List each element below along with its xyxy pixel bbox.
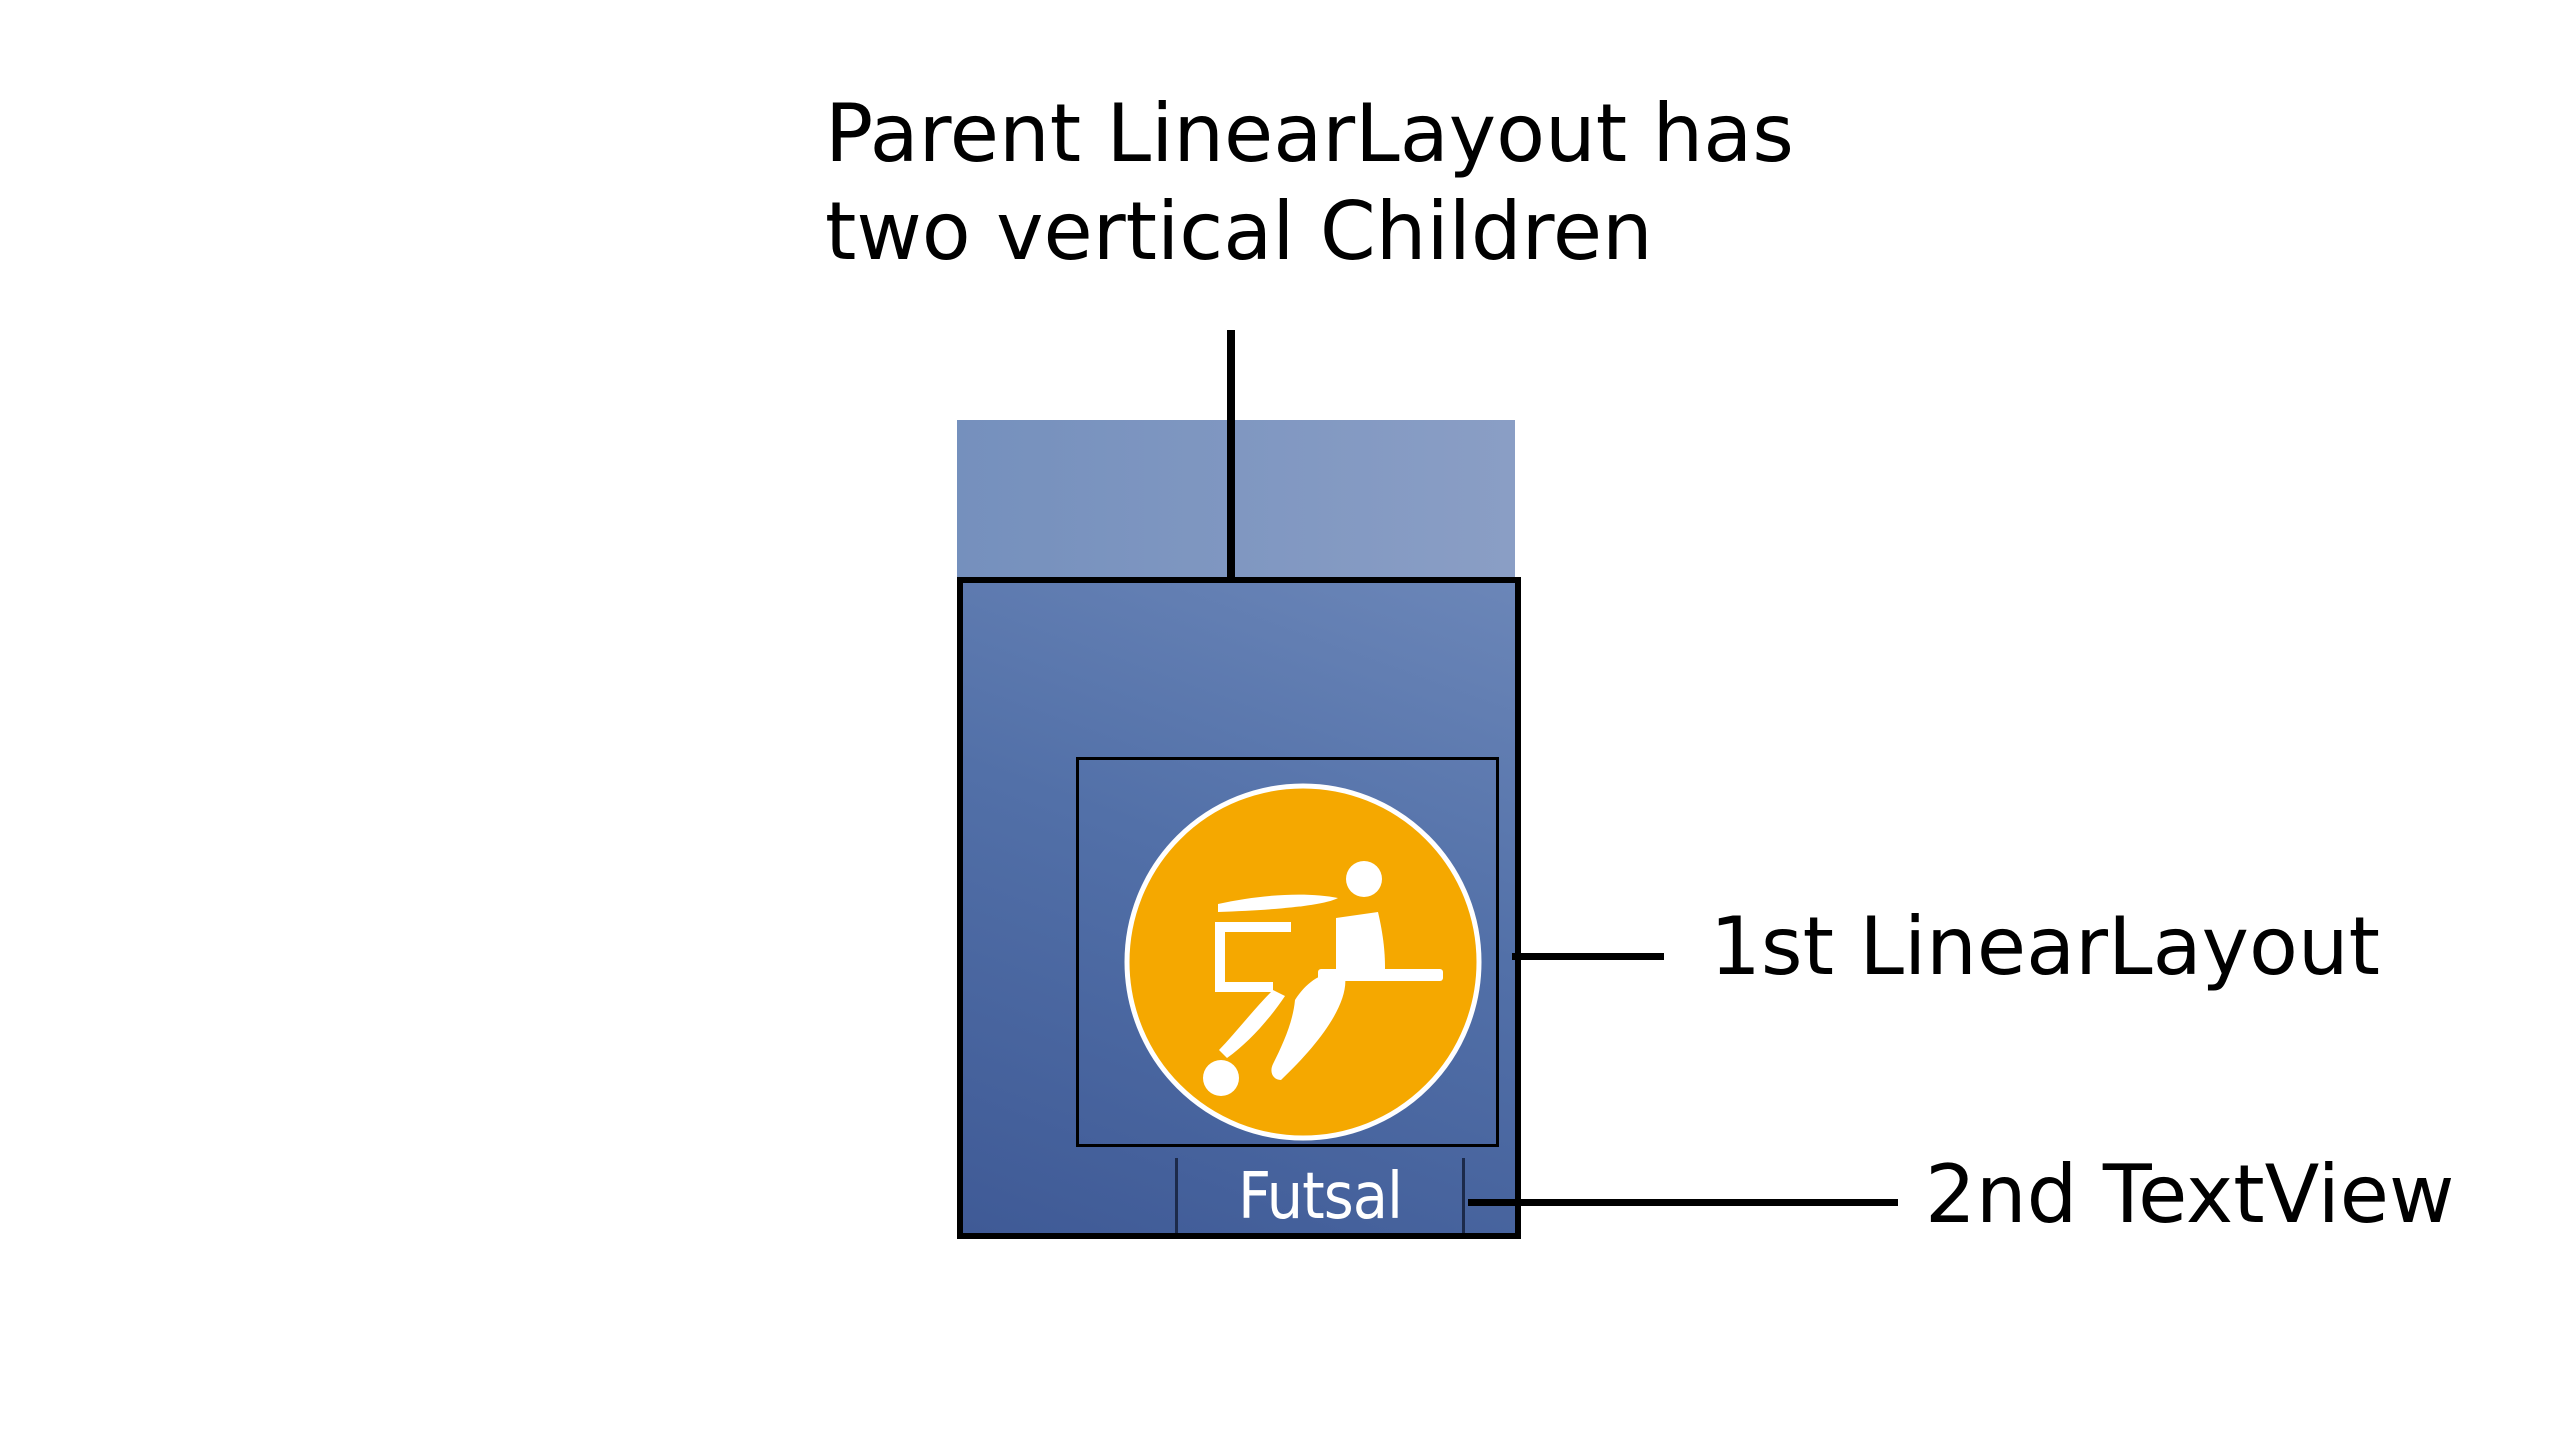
ball: [1203, 1060, 1239, 1096]
app-background-strip: [957, 420, 1515, 582]
icon-badge-circle: [1124, 783, 1482, 1141]
second-child-annotation: 2nd TextView: [1925, 1148, 2455, 1241]
goal-frame: [1215, 922, 1291, 992]
player-arm: [1218, 894, 1338, 912]
player-body: [1336, 912, 1385, 972]
first-linear-layout: [1076, 757, 1499, 1147]
player-head: [1346, 861, 1382, 897]
first-child-leader-line: [1512, 953, 1664, 960]
second-textview: Futsal: [1175, 1158, 1465, 1233]
parent-leader-line: [1227, 330, 1235, 582]
first-child-annotation: 1st LinearLayout: [1710, 900, 2380, 993]
player-support-leg: [1219, 990, 1285, 1058]
player-leg: [1271, 973, 1346, 1080]
parent-annotation-line1: Parent LinearLayout has: [825, 87, 1794, 180]
futsal-player-icon: [1124, 783, 1482, 1141]
parent-annotation-line2: two vertical Children: [825, 185, 1653, 278]
parent-linear-layout: Futsal: [957, 577, 1521, 1239]
second-child-leader-line: [1468, 1199, 1898, 1206]
player-ground: [1318, 969, 1443, 981]
